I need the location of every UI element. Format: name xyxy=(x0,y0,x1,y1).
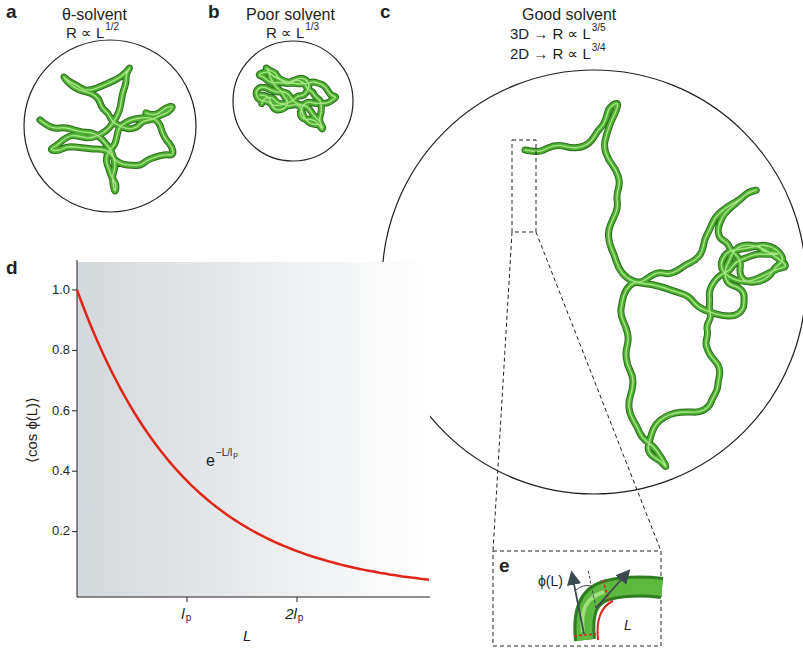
polymer-chain xyxy=(256,68,335,129)
exponent: 3/4 xyxy=(592,42,606,53)
chain-circle xyxy=(382,70,803,494)
tick-label: 0.2 xyxy=(52,524,70,538)
scaling-law: 3D → R ∝ L xyxy=(510,26,591,43)
x-tick xyxy=(187,597,188,602)
tangent-guide xyxy=(588,570,596,608)
y-tick xyxy=(72,410,77,411)
subscript: p xyxy=(298,612,304,623)
contour-length xyxy=(598,601,613,640)
zoom-line xyxy=(536,232,661,551)
segment-mark xyxy=(574,634,596,636)
scaling-law: 2D → R ∝ L xyxy=(510,46,591,63)
axis-title: L xyxy=(243,628,251,645)
exponent: 3/5 xyxy=(592,22,606,33)
polymer-chain xyxy=(525,103,785,466)
chain-circle xyxy=(233,41,353,161)
curve-label: e xyxy=(206,452,215,470)
tick-label: 1.0 xyxy=(52,283,70,297)
panel-title: Good solvent xyxy=(522,6,616,24)
polymer-chain xyxy=(256,68,335,129)
tick-label: 0.8 xyxy=(52,343,70,357)
y-tick xyxy=(72,350,77,351)
scaling-law: R ∝ L xyxy=(66,25,104,42)
zoom-line xyxy=(493,232,512,551)
exponent: −L/l xyxy=(216,447,232,458)
polymer-chain xyxy=(40,68,173,191)
tangent-arrow xyxy=(596,572,628,608)
polymer-chain xyxy=(525,103,785,466)
decay-curve xyxy=(77,290,429,580)
tick-label: 2l xyxy=(285,606,297,623)
tick-label: 0.4 xyxy=(52,464,70,478)
polymer-chain xyxy=(40,68,173,191)
polymer-chain xyxy=(525,103,785,466)
subscript: p xyxy=(233,451,237,460)
exponent: 1/2 xyxy=(105,21,119,32)
exponent: 1/3 xyxy=(305,21,319,32)
plot-area xyxy=(77,262,430,597)
panel-letter: a xyxy=(6,2,17,23)
length-label: L xyxy=(624,618,632,633)
scaling-law: R ∝ L xyxy=(266,25,304,42)
x-axis xyxy=(77,597,430,598)
angle-label: ϕ(L) xyxy=(538,574,563,589)
tick-label: 0.6 xyxy=(52,404,70,418)
panel-letter: b xyxy=(208,2,220,23)
y-axis xyxy=(77,260,78,597)
chain-circle xyxy=(24,40,196,212)
panel-letter: c xyxy=(380,2,391,23)
angle-arc xyxy=(576,586,591,591)
tangent-arrow xyxy=(572,574,584,634)
zoom-box xyxy=(512,140,536,232)
subscript: p xyxy=(186,612,192,623)
axis-title: ⟨cos ϕ(L)⟩ xyxy=(24,397,41,463)
polymer-chain xyxy=(40,68,173,191)
panel-title: θ-solvent xyxy=(62,6,127,24)
polymer-chain xyxy=(256,68,335,129)
tick-label: l xyxy=(181,606,184,623)
inset-box xyxy=(493,551,661,646)
panel-letter: e xyxy=(499,556,510,577)
panel-letter: d xyxy=(6,258,18,279)
y-tick xyxy=(72,471,77,472)
panel-title: Poor solvent xyxy=(246,6,335,24)
x-tick xyxy=(297,597,298,602)
y-tick xyxy=(72,531,77,532)
